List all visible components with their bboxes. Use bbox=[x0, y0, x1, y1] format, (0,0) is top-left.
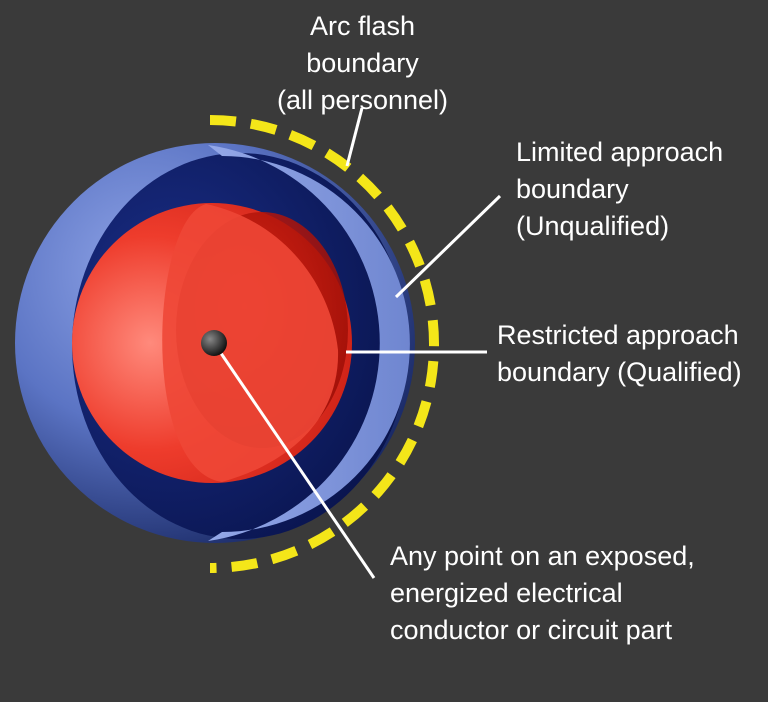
label-line: Arc flash bbox=[309, 11, 416, 41]
label-line: energized electrical bbox=[390, 578, 623, 608]
label-line: Restricted approach bbox=[497, 320, 739, 350]
label-line: conductor or circuit part bbox=[390, 615, 673, 645]
center-point bbox=[201, 330, 227, 356]
label-line: (all personnel) bbox=[276, 85, 449, 115]
label-line: boundary bbox=[516, 174, 629, 204]
exposed-point-leader bbox=[212, 342, 376, 579]
arc-flash-leader bbox=[345, 107, 364, 167]
label-line: boundary (Qualified) bbox=[497, 357, 742, 387]
limited-approach-rim bbox=[208, 145, 410, 541]
restricted-approach-face bbox=[162, 204, 339, 482]
limited-approach-label: Limited approach boundary (Unqualified) bbox=[516, 134, 723, 245]
label-line: boundary bbox=[306, 48, 419, 78]
label-line: Limited approach bbox=[516, 137, 724, 167]
label-line: (Unqualified) bbox=[516, 211, 670, 241]
exposed-point-label: Any point on an exposed, energized elect… bbox=[390, 538, 695, 649]
label-line: Any point on an exposed, bbox=[390, 541, 695, 571]
arc-flash-boundary-arc bbox=[209, 115, 439, 573]
arc-flash-boundary-label: Arc flash boundary (all personnel) bbox=[250, 8, 475, 119]
limited-approach-leader bbox=[394, 194, 502, 299]
restricted-approach-label: Restricted approach boundary (Qualified) bbox=[497, 317, 742, 391]
